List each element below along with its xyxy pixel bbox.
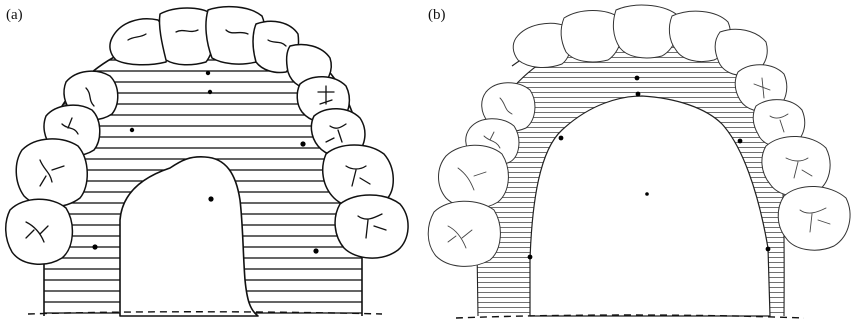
tooth-b9 xyxy=(428,201,500,266)
dot-a7 xyxy=(313,248,318,253)
dot-a1 xyxy=(206,71,210,75)
dot-a2 xyxy=(208,90,212,94)
panel-a-label: (a) xyxy=(6,7,23,23)
dot-a6 xyxy=(92,244,97,249)
dot-b4 xyxy=(738,139,743,144)
dot-a4 xyxy=(300,141,305,146)
tooth-b2 xyxy=(561,11,622,62)
panel-a: (a) xyxy=(6,7,408,316)
dot-a3 xyxy=(130,128,134,132)
tooth-a8 xyxy=(16,139,87,207)
dot-b1 xyxy=(635,76,640,81)
panel-b-label: (b) xyxy=(428,7,446,23)
tooth-a13 xyxy=(335,195,408,258)
dot-b7 xyxy=(766,247,771,252)
tooth-b13 xyxy=(778,186,850,250)
tooth-b8 xyxy=(439,145,509,208)
dot-b2 xyxy=(636,92,641,97)
tooth-a9 xyxy=(6,199,73,264)
dot-b5 xyxy=(645,192,649,196)
panel-b: (b) xyxy=(428,5,850,318)
dot-b6 xyxy=(528,255,533,260)
tooth-b3 xyxy=(613,5,678,58)
dot-b3 xyxy=(559,136,564,141)
dot-a5 xyxy=(208,196,213,201)
